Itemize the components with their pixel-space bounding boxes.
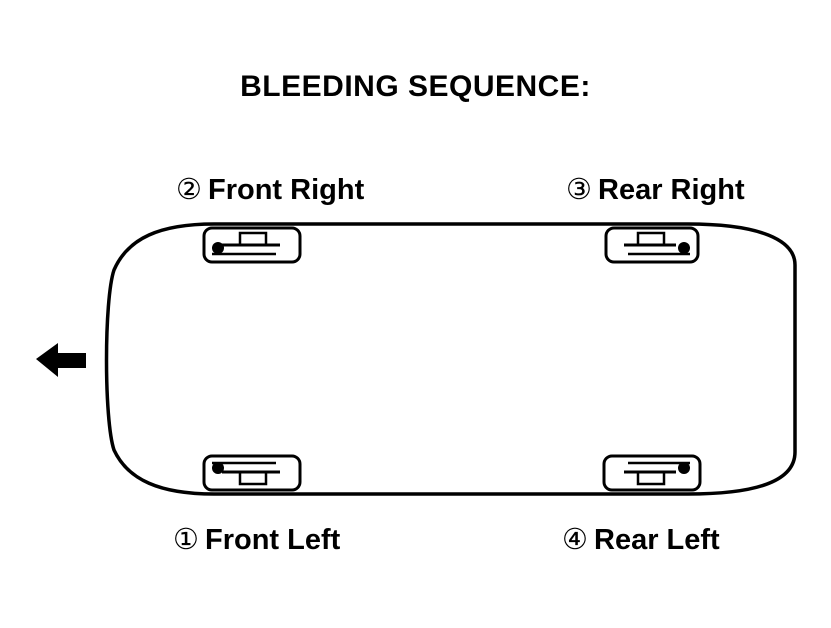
label-text-front-right: Front Right [208,174,365,206]
brake-caliper-icon-front-right [202,226,302,264]
label-text-rear-right: Rear Right [598,174,745,206]
brake-caliper-icon-rear-right [604,226,700,264]
brake-caliper-icon-front-left [202,454,302,492]
sequence-number-1: ① [173,524,199,556]
sequence-number-3: ③ [566,174,592,206]
diagram-title: BLEEDING SEQUENCE: [240,70,591,103]
brake-caliper-icon-rear-left [602,454,702,492]
sequence-number-4: ④ [562,524,588,556]
arrow-left-icon [36,343,86,377]
label-text-front-left: Front Left [205,524,341,556]
car-body-outline [104,222,797,496]
label-text-rear-left: Rear Left [594,524,720,556]
sequence-number-2: ② [176,174,202,206]
